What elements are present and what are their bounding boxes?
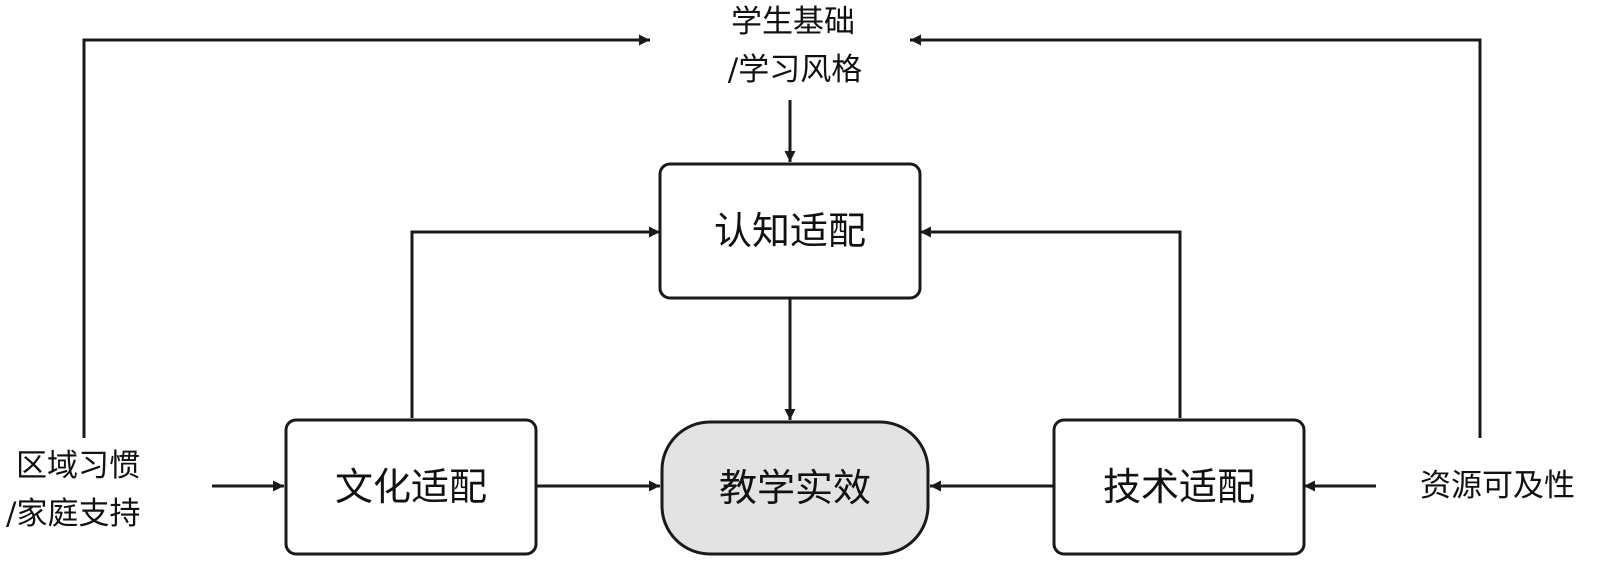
label-resource: 资源可及性 bbox=[1420, 468, 1575, 504]
label-region-line1: 区域习惯 bbox=[16, 448, 140, 484]
edge-cultural-to-cognitive bbox=[410, 226, 660, 418]
node-technical: 技术适配 bbox=[1052, 418, 1306, 556]
node-technical-box bbox=[1052, 418, 1306, 556]
label-resource-text: 资源可及性 bbox=[1420, 468, 1575, 504]
node-cultural-label: 文化适配 bbox=[335, 465, 487, 509]
label-region: 区域习惯 /家庭支持 bbox=[6, 448, 140, 532]
label-student: 学生基础 /学习风格 bbox=[728, 4, 862, 88]
label-student-line2: /学习风格 bbox=[728, 52, 862, 88]
node-technical-label: 技术适配 bbox=[1103, 465, 1255, 509]
node-cognitive-label: 认知适配 bbox=[714, 209, 866, 253]
node-cultural: 文化适配 bbox=[284, 418, 538, 556]
node-cognitive-box bbox=[658, 162, 922, 300]
edge-resource-to-student bbox=[910, 34, 1482, 438]
edge-region-to-student bbox=[82, 34, 650, 438]
node-cognitive: 认知适配 bbox=[658, 162, 922, 300]
label-region-line2: /家庭支持 bbox=[6, 496, 140, 532]
node-outcome-shape bbox=[660, 420, 930, 556]
node-cultural-box bbox=[284, 418, 538, 556]
edge-technical-to-cognitive bbox=[920, 226, 1182, 418]
node-outcome-label: 教学实效 bbox=[719, 466, 871, 510]
node-outcome: 教学实效 bbox=[660, 420, 930, 556]
label-student-line1: 学生基础 bbox=[731, 4, 855, 40]
edges bbox=[82, 34, 1482, 492]
